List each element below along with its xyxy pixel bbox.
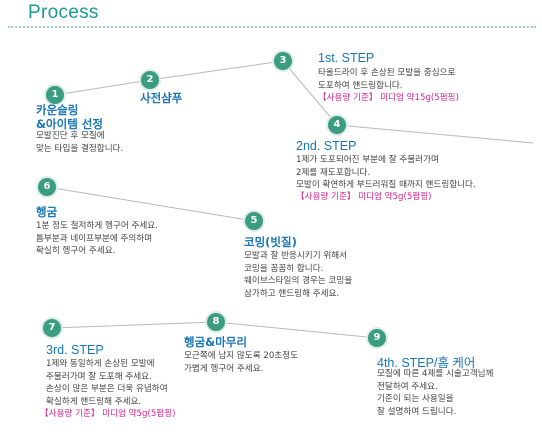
- step-3-usage-note: 【사용량 기준】 미디엄 약15g(5펌핑): [318, 93, 459, 103]
- step-5-marker: 5: [245, 212, 263, 230]
- step-3-desc-line: 타올드라이 후 손상된 모발을 중심으로: [318, 68, 456, 78]
- step-7-marker: 7: [43, 319, 61, 337]
- step-9-description: 모질에 따른 4제를 시술고객님께 전달하여 주세요. 기준이 되는 사용일을 …: [377, 368, 493, 418]
- step-6-desc-line: 확실히 헹구어 주세요.: [36, 246, 116, 256]
- step-5-desc-line: 모발과 잘 반응시키기 위해서: [244, 251, 348, 261]
- step-7-usage-note: 【사용량 기준】 미디엄 약5g(5펌핑): [40, 409, 176, 419]
- step-6-title: 헹굼: [36, 205, 58, 219]
- step-1-desc-line: 모발진단 후 모질에: [36, 131, 105, 141]
- step-4-title: 2nd. STEP: [296, 139, 357, 153]
- connector-6-5: [46, 186, 255, 222]
- step-6-marker: 6: [38, 178, 56, 196]
- step-4-desc-line: 1제가 도포되어진 부분에 잘 주물러가며: [296, 155, 439, 165]
- step-9-title: 4th. STEP/홈 케어: [377, 356, 476, 370]
- step-1-title-line1: 카운슬링: [36, 103, 79, 117]
- step-3-marker: 3: [274, 52, 292, 70]
- step-9-desc-line: 전달하여 주세요.: [377, 381, 438, 392]
- step-3-description: 타올드라이 후 손상된 모발을 중심으로 도포하여 핸드링합니다.: [318, 67, 455, 92]
- step-5-description: 모발과 잘 반응시키기 위해서 코밍을 꼼꼼히 합니다. 웨이브스타일의 경우는…: [244, 250, 352, 300]
- step-9-desc-line: 기준이 되는 사용일을: [377, 394, 454, 404]
- step-7-desc-line: 1제와 동일하게 손상된 모발에: [46, 359, 155, 369]
- step-8-description: 모근쪽에 남지 않도록 20초정도 가볍게 헹구어 주세요.: [184, 350, 298, 375]
- step-7-desc-line: 주물러가며 잘 도포해 주세요.: [46, 371, 152, 382]
- step-2-marker: 2: [141, 71, 159, 89]
- connector-3-4: [282, 60, 338, 126]
- step-6-description: 1분 정도 철저하게 헹구어 주세요. 톱부분과 네이프부분에 주의하며 확실히…: [36, 220, 158, 258]
- step-9-desc-line: 모질에 따른 4제를 시술고객님께: [377, 369, 494, 379]
- step-4-marker: 4: [328, 116, 346, 134]
- step-1-marker: 1: [46, 86, 64, 104]
- step-5-desc-line: 웨이브스타일의 경우는 코밍을: [244, 276, 353, 286]
- step-8-title: 헹굼&마무리: [184, 335, 247, 349]
- connector-4-tail: [336, 124, 534, 144]
- step-1-desc-line: 맞는 타입을 결정합니다.: [36, 143, 124, 154]
- step-8-desc-line: 가볍게 헹구어 주세요.: [184, 363, 264, 374]
- step-4-desc-line: 모발이 확연하게 부드러워질 때까지 핸드링합니다.: [296, 180, 476, 190]
- step-3-desc-line: 도포하여 핸드링합니다.: [318, 80, 403, 91]
- step-8-marker: 8: [207, 313, 225, 331]
- step-9-desc-line: 잘 설명하여 드립니다.: [377, 406, 457, 417]
- step-5-desc-line: 삼가하고 핸드링해 주세요.: [244, 288, 340, 299]
- page-title: Process: [28, 2, 99, 23]
- step-6-desc-line: 1분 정도 철저하게 헹구어 주세요.: [36, 221, 158, 231]
- step-7-desc-line: 확실하게 핸드링해 주세요.: [46, 396, 142, 407]
- step-5-title: 코밍(빗질): [244, 235, 297, 249]
- step-2-title: 사전샴푸: [140, 91, 183, 105]
- step-7-desc-line: 손상이 많은 부분은 더욱 유념하여: [46, 384, 168, 394]
- step-6-desc-line: 톱부분과 네이프부분에 주의하며: [36, 233, 153, 244]
- step-7-title: 3rd. STEP: [46, 343, 104, 357]
- step-1-title-line2: &아이템 선정: [36, 117, 103, 131]
- step-1-title: 카운슬링 &아이템 선정: [36, 103, 103, 131]
- title-divider: [8, 26, 536, 28]
- step-1-description: 모발진단 후 모질에 맞는 타입을 결정합니다.: [36, 130, 123, 155]
- step-4-usage-note: 【사용량 기준】 미디엄 약5g(5펌핑): [296, 192, 432, 202]
- step-5-desc-line: 코밍을 꼼꼼히 합니다.: [244, 263, 324, 274]
- step-7-description: 1제와 동일하게 손상된 모발에 주물러가며 잘 도포해 주세요. 손상이 많은…: [46, 358, 168, 408]
- step-3-title: 1st. STEP: [318, 51, 375, 65]
- step-8-desc-line: 모근쪽에 남지 않도록 20초정도: [184, 351, 299, 361]
- step-4-description: 1제가 도포되어진 부분에 잘 주물러가며 2제를 재도포합니다. 모발이 확연…: [296, 154, 476, 192]
- step-9-marker: 9: [368, 329, 386, 347]
- step-4-desc-line: 2제를 재도포합니다.: [296, 167, 371, 178]
